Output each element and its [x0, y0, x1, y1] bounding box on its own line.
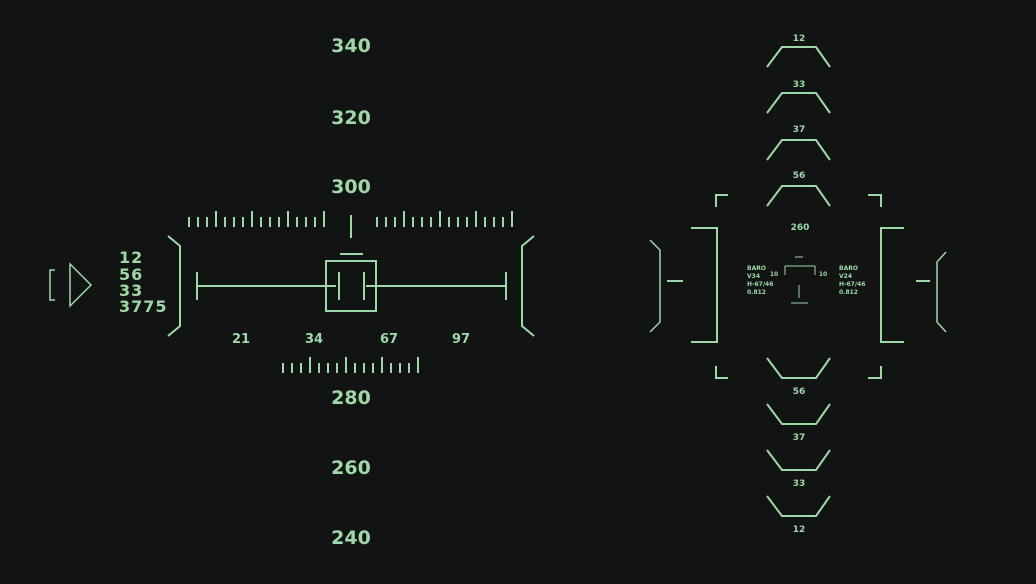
right-info-line-2: V24	[839, 273, 852, 280]
altitude-label-260: 260	[331, 457, 371, 479]
right-info-line-3: H-67/46	[839, 281, 865, 288]
altitude-label-280: 280	[331, 387, 371, 409]
ladder-lower-bar-3	[766, 449, 831, 471]
altitude-label-340: 340	[331, 35, 371, 57]
reticle-box	[325, 260, 377, 312]
scale-label-21: 21	[232, 332, 250, 347]
center-value: 260	[791, 223, 810, 233]
ladder-lower-bar-2	[766, 403, 831, 425]
left-info-line-4: 0.812	[747, 289, 766, 296]
ladder-lower-label-4: 12	[793, 525, 806, 535]
altitude-label-240: 240	[331, 527, 371, 549]
right-info-line-4: 0.812	[839, 289, 858, 296]
inner-bracket-right	[880, 227, 904, 343]
inner-bracket-left	[691, 227, 718, 343]
readout-line-2: 56	[119, 265, 143, 284]
ladder-lower-label-2: 37	[793, 433, 806, 443]
readout-line-4: 3775	[119, 297, 168, 316]
ladder-upper-bar-4	[766, 185, 831, 207]
ladder-upper-bar-2	[766, 92, 831, 114]
pitch-left-label: 10	[770, 271, 778, 278]
tick-tape-top-right	[376, 211, 513, 227]
ladder-upper-bar-3	[766, 139, 831, 161]
ladder-upper-label-3: 37	[793, 125, 806, 135]
corner-mark-top-left	[715, 194, 728, 207]
ladder-upper-label-1: 12	[793, 34, 806, 44]
ladder-upper-label-2: 33	[793, 80, 806, 90]
readout-line-3: 33	[119, 281, 143, 300]
triangle-right-icon	[69, 262, 93, 308]
outer-arc-right	[936, 251, 947, 333]
ladder-upper-label-4: 56	[793, 171, 806, 181]
bracket-icon	[49, 269, 55, 301]
tick-tape-bottom	[282, 357, 419, 373]
left-info-line-1: BARO	[747, 265, 766, 272]
corner-mark-bottom-left	[715, 366, 728, 379]
scale-label-97: 97	[452, 332, 470, 347]
altitude-label-320: 320	[331, 107, 371, 129]
ladder-upper-bar-1	[766, 46, 831, 68]
altitude-label-300: 300	[331, 176, 371, 198]
right-hud: 12 33 37 56 56 37 33 12 260	[649, 34, 947, 535]
ladder-lower-bar-4	[766, 495, 831, 517]
ladder-lower-label-1: 56	[793, 387, 806, 397]
ladder-lower-label-3: 33	[793, 479, 806, 489]
tick-tape-top-left	[188, 211, 325, 227]
left-hud: 340 320 300 280 260 240 21 34 67 97	[49, 35, 535, 549]
center-reticle	[325, 253, 377, 312]
outer-arc-left	[649, 239, 661, 333]
scale-label-67: 67	[380, 332, 398, 347]
ladder-lower-bar-1	[766, 357, 831, 379]
left-arc-bracket	[167, 235, 181, 337]
left-info-line-2: V34	[747, 273, 760, 280]
pitch-right-label: 10	[819, 271, 827, 278]
corner-mark-bottom-right	[868, 366, 882, 379]
readout-line-1: 12	[119, 248, 143, 267]
scale-label-34: 34	[305, 332, 323, 347]
right-info-line-1: BARO	[839, 265, 858, 272]
left-info-line-3: H-67/46	[747, 281, 773, 288]
right-arc-bracket	[521, 235, 535, 337]
corner-mark-top-right	[868, 194, 882, 207]
